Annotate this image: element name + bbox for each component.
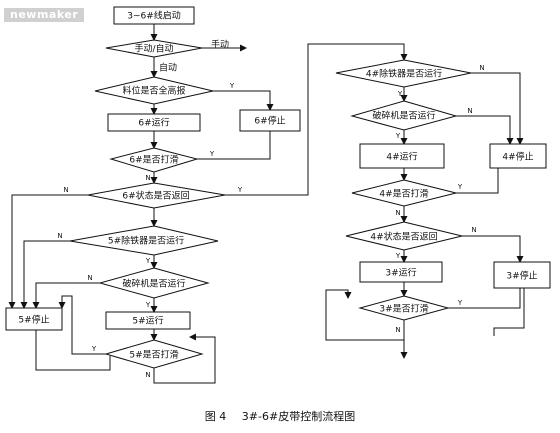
node-state6	[87, 182, 226, 209]
label-stop3: 3#停止	[506, 270, 537, 282]
label-run6: 6#运行	[138, 117, 169, 129]
label-auto: 自动	[159, 62, 177, 74]
shapes	[5, 6, 551, 369]
edge-labels: Y Y N N Y N Y N Y Y N N Y N Y Y N N Y Y …	[57, 64, 484, 379]
label-slip5: 5#是否打滑	[129, 349, 178, 361]
node-slip3	[358, 295, 450, 321]
node-state4	[345, 221, 463, 251]
label-stop4: 4#停止	[502, 151, 533, 163]
label-manual-out: 手动	[211, 39, 229, 51]
edge-label-y: Y	[229, 82, 235, 90]
node-stop5	[5, 307, 63, 331]
edge-label-n: N	[467, 107, 472, 115]
label-slip3: 3#是否打滑	[379, 303, 428, 315]
label-slip6: 6#是否打滑	[129, 154, 178, 166]
node-stop4	[489, 143, 547, 169]
edge-label-y: Y	[237, 186, 243, 194]
label-level-full: 料位是否全高报	[122, 85, 185, 97]
edge-label-y: Y	[145, 301, 151, 309]
node-stop6	[239, 109, 301, 132]
node-crusher-left	[98, 267, 210, 299]
node-run4	[359, 143, 445, 169]
node-slip4	[351, 179, 457, 207]
figure-caption: 图 4 3#-6#皮带控制流程图	[0, 408, 560, 424]
node-crusher-right	[350, 100, 458, 131]
node-iron4	[335, 59, 472, 88]
label-crusher-right: 破碎机是否运行	[372, 110, 435, 122]
node-manual-auto	[105, 39, 203, 58]
edge-label-n: N	[87, 274, 92, 282]
edge-label-n: N	[57, 232, 62, 240]
node-run3	[359, 261, 443, 283]
edge-label-y: Y	[91, 345, 97, 353]
edge-label-y: Y	[209, 150, 215, 158]
label-manual-auto: 手动/自动	[134, 43, 173, 55]
label-state4: 4#状态是否返回	[370, 231, 437, 243]
label-iron5: 5#除铁器是否运行	[108, 235, 184, 247]
edge-label-n: N	[145, 371, 150, 379]
watermark: newmaker	[4, 8, 85, 22]
edge-label-n: N	[145, 174, 150, 182]
edge-label-y: Y	[395, 132, 401, 140]
label-state6: 6#状态是否返回	[122, 190, 189, 202]
caption-figure-number: 图 4	[204, 410, 227, 423]
edge-label-n: N	[471, 226, 476, 234]
edge-label-y: Y	[397, 90, 403, 98]
edge-label-y: Y	[145, 257, 151, 265]
label-run5: 5#运行	[132, 315, 163, 327]
node-stop3	[493, 261, 551, 289]
node-iron5	[69, 225, 219, 256]
edge-label-n: N	[395, 326, 400, 334]
edge-label-y: Y	[457, 183, 463, 191]
node-run5	[105, 311, 191, 330]
label-slip4: 4#是否打滑	[379, 188, 428, 200]
node-start36	[113, 6, 195, 25]
label-stop6: 6#停止	[254, 115, 285, 127]
label-crusher-left: 破碎机是否运行	[122, 278, 185, 290]
edge-label-n: N	[479, 64, 484, 72]
node-labels: 3~6#线启动 手动/自动 手动 自动 料位是否全高报 6#运行 6#停止 6#…	[18, 10, 537, 361]
edge-label-y: Y	[395, 252, 401, 260]
label-run4: 4#运行	[386, 151, 417, 163]
node-slip6	[109, 147, 199, 173]
edge-label-n: N	[395, 209, 400, 217]
caption-title: 3#-6#皮带控制流程图	[241, 410, 356, 423]
edge-label-y: Y	[457, 299, 463, 307]
connectors	[8, 24, 525, 384]
node-run6	[107, 113, 201, 132]
label-iron4: 4#除铁器是否运行	[366, 68, 442, 80]
label-start36: 3~6#线启动	[127, 10, 181, 22]
label-run3: 3#运行	[385, 267, 416, 279]
node-level-full	[94, 76, 214, 105]
node-slip5	[104, 339, 204, 369]
label-stop5: 5#停止	[18, 314, 49, 326]
edge-label-n: N	[63, 186, 68, 194]
